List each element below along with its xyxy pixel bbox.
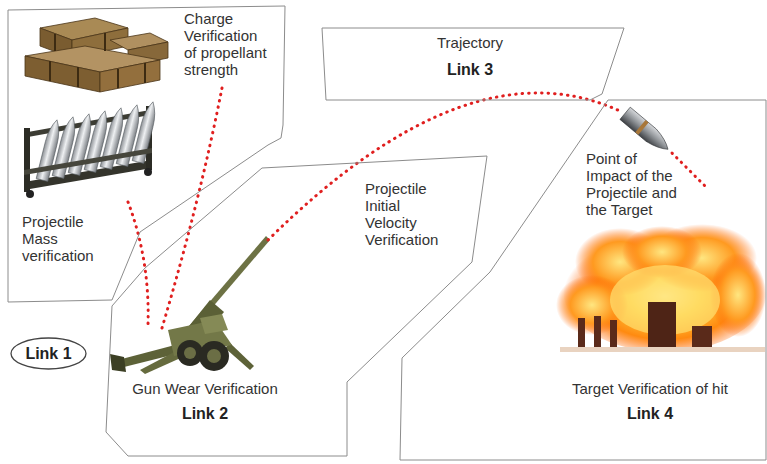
- region-panel: Gun Wear VerificationLink 2 Projectile In…: [102, 150, 492, 460]
- region-outline: [102, 150, 492, 460]
- text-slot: Link 3: [330, 60, 610, 79]
- text-slot: Link 4: [555, 404, 745, 423]
- region-outline: [396, 96, 767, 464]
- ellipse-border: [11, 338, 86, 369]
- region-panel: Charge Verification of propellant streng…: [4, 2, 290, 306]
- text-slot: Trajectory: [330, 34, 610, 51]
- text-slot: Gun Wear Verification: [115, 380, 295, 397]
- flying-projectile: [620, 107, 673, 155]
- check-label: Point of Impact of the Projectile and th…: [586, 150, 682, 218]
- text-slot: Link 2: [115, 404, 295, 423]
- check-label: Charge Verification of propellant streng…: [184, 10, 274, 78]
- text-slot: Target Verification of hit: [555, 380, 745, 397]
- check-label: Projectile Mass verification: [22, 213, 112, 264]
- text-slot: Charge Verification of propellant streng…: [184, 10, 274, 78]
- text-slot: Projectile Initial Velocity Verification: [365, 180, 451, 248]
- region-border: [400, 100, 766, 460]
- text-slot: Point of Impact of the Projectile and th…: [586, 150, 682, 218]
- region-panel: TrajectoryLink 3: [318, 24, 628, 104]
- link-label: Link 2: [115, 404, 295, 423]
- projectile-rack: [24, 100, 159, 198]
- link-label: Link 3: [330, 60, 610, 79]
- text-slot: Projectile Mass verification: [22, 213, 112, 264]
- link-label: Link 4: [555, 404, 745, 423]
- link-label: Link 1: [25, 344, 71, 363]
- region-border: [106, 156, 487, 456]
- ammo-crates: [25, 18, 168, 92]
- howitzer-gun: [110, 236, 270, 374]
- link-ellipse: Link 1: [10, 337, 87, 370]
- region-border: [322, 28, 624, 100]
- explosion: [556, 224, 767, 352]
- stage-label: Trajectory: [330, 34, 610, 51]
- region-border: [8, 6, 285, 302]
- region-panel: Point of Impact of the Projectile and th…: [396, 96, 767, 464]
- check-label: Gun Wear Verification: [115, 380, 295, 397]
- check-label: Target Verification of hit: [555, 380, 745, 397]
- check-label: Projectile Initial Velocity Verification: [365, 180, 451, 248]
